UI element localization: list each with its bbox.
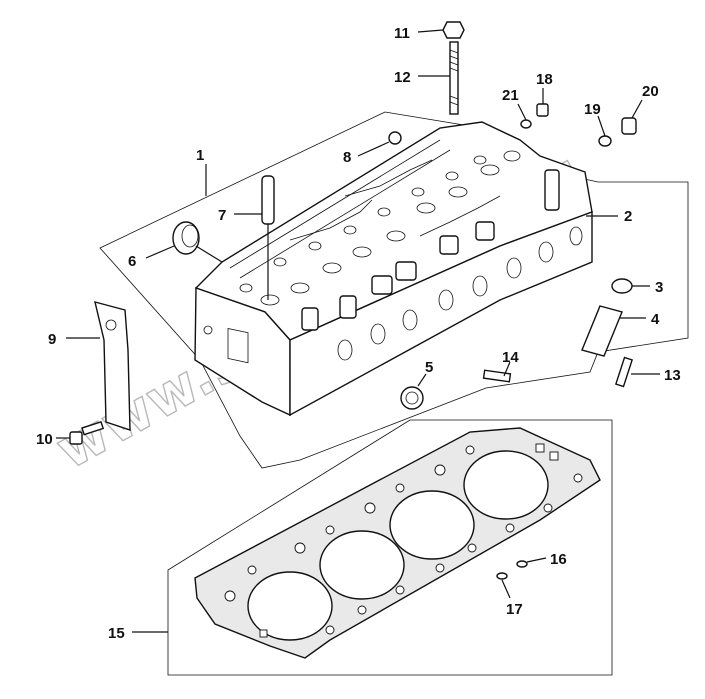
cylinder-head bbox=[194, 121, 593, 417]
callout-1: 1 bbox=[196, 147, 204, 164]
lifting-bracket bbox=[94, 301, 131, 431]
callout-16: 16 bbox=[550, 551, 567, 568]
callout-3: 3 bbox=[655, 279, 663, 296]
callout-20: 20 bbox=[642, 83, 659, 100]
o-ring bbox=[611, 278, 633, 294]
plug-20 bbox=[621, 117, 637, 135]
washer-19 bbox=[598, 135, 612, 147]
seal-ring bbox=[400, 386, 424, 410]
nut bbox=[442, 21, 465, 39]
leader-lines bbox=[56, 29, 660, 633]
callout-8: 8 bbox=[343, 149, 351, 166]
callouts: 1 2 3 4 5 6 7 8 9 10 11 12 13 14 15 16 1… bbox=[36, 25, 681, 642]
callout-19: 19 bbox=[584, 101, 601, 118]
callout-6: 6 bbox=[128, 253, 136, 270]
callout-15: 15 bbox=[108, 625, 125, 642]
callout-11: 11 bbox=[394, 25, 410, 42]
plug-18 bbox=[536, 103, 549, 117]
callout-5: 5 bbox=[425, 359, 433, 376]
head-gasket bbox=[194, 427, 601, 659]
cup-plug bbox=[172, 221, 200, 255]
callout-18: 18 bbox=[536, 71, 553, 88]
callout-21: 21 bbox=[502, 87, 519, 104]
dowel-16 bbox=[516, 560, 528, 568]
dowel-sleeve bbox=[261, 175, 275, 225]
callout-13: 13 bbox=[664, 367, 681, 384]
callout-7: 7 bbox=[218, 207, 226, 224]
small-plug bbox=[388, 131, 402, 145]
short-stud-14 bbox=[482, 369, 512, 383]
callout-14: 14 bbox=[502, 349, 519, 366]
callout-17: 17 bbox=[506, 601, 523, 618]
long-stud bbox=[449, 41, 459, 115]
dowel-17 bbox=[496, 572, 508, 580]
gasket-outline bbox=[167, 419, 613, 676]
washer-21 bbox=[520, 119, 532, 129]
callout-12: 12 bbox=[394, 69, 411, 86]
short-stud-13 bbox=[614, 356, 634, 388]
callout-9: 9 bbox=[48, 331, 56, 348]
callout-4: 4 bbox=[651, 311, 660, 328]
callout-10: 10 bbox=[36, 431, 53, 448]
callout-2: 2 bbox=[624, 208, 632, 225]
injector-sleeve bbox=[581, 305, 623, 357]
bracket-bolt bbox=[69, 420, 105, 445]
